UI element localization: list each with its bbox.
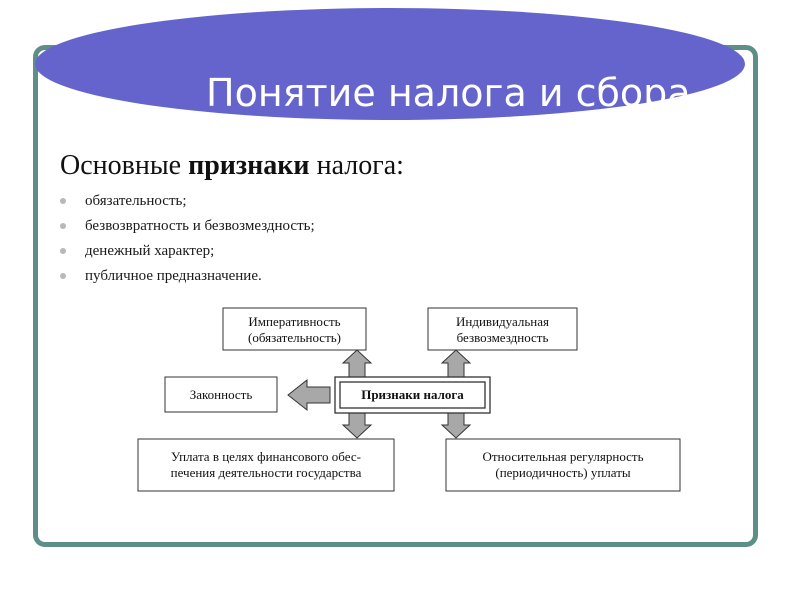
title-banner (0, 0, 800, 130)
banner-shape (35, 8, 745, 120)
bullet-item: обязательность; (60, 191, 315, 216)
bullet-text: обязательность; (85, 193, 187, 209)
bullet-dot-icon (60, 273, 66, 279)
bullet-dot-icon (60, 198, 66, 204)
slide-title: Понятие налога и сбора (206, 71, 691, 115)
bullet-text: денежный характер; (85, 243, 215, 259)
bullet-dot-icon (60, 223, 66, 229)
bullet-text: безвозвратность и безвозмездность; (85, 218, 315, 234)
subtitle: Основные признаки налога: (60, 150, 404, 182)
bullet-text: публичное предназначение. (85, 268, 262, 284)
subtitle-prefix: Основные (60, 150, 189, 181)
bullet-item: безвозвратность и безвозмездность; (60, 216, 315, 241)
subtitle-suffix: налога: (309, 150, 404, 181)
bullet-list: обязательность; безвозвратность и безвоз… (60, 191, 315, 291)
bullet-item: денежный характер; (60, 241, 315, 266)
bullet-item: публичное предназначение. (60, 266, 315, 291)
subtitle-bold: признаки (188, 150, 310, 181)
bullet-dot-icon (60, 248, 66, 254)
